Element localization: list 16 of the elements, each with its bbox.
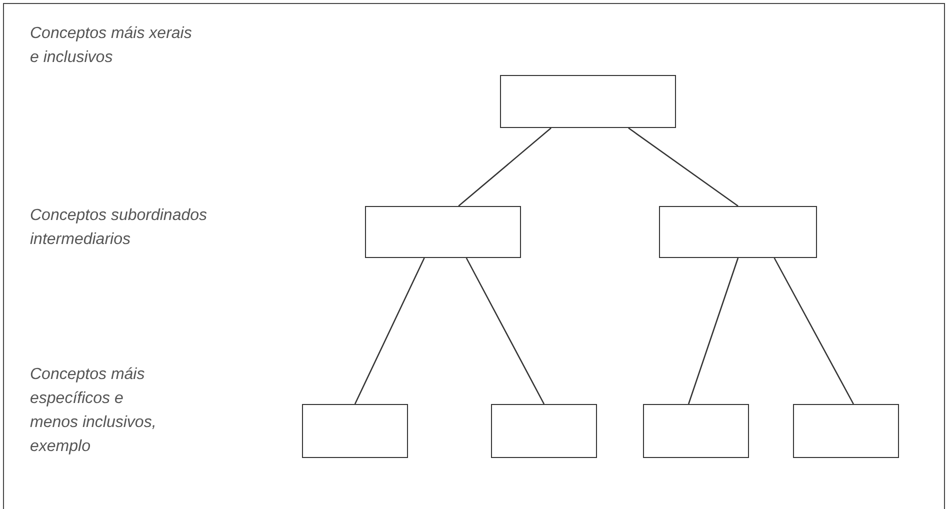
concept-box bbox=[793, 404, 899, 458]
concept-box bbox=[659, 206, 817, 258]
level-label: Conceptos subordinados intermediarios bbox=[30, 206, 208, 250]
concept-box bbox=[365, 206, 521, 258]
concept-box bbox=[500, 75, 676, 128]
level-label: Conceptos máis xerais e inclusivos bbox=[30, 24, 193, 68]
connector-line bbox=[466, 258, 545, 404]
connector-line bbox=[688, 258, 739, 404]
connector-line bbox=[354, 258, 425, 404]
level-label: Conceptos máis específicos e menos inclusivos, exemplo bbox=[30, 365, 158, 457]
connector-line bbox=[628, 127, 738, 207]
connector-line bbox=[458, 128, 552, 206]
concept-box bbox=[643, 404, 749, 458]
connector-line bbox=[774, 258, 854, 404]
concept-box bbox=[491, 404, 597, 458]
concept-box bbox=[302, 404, 408, 458]
